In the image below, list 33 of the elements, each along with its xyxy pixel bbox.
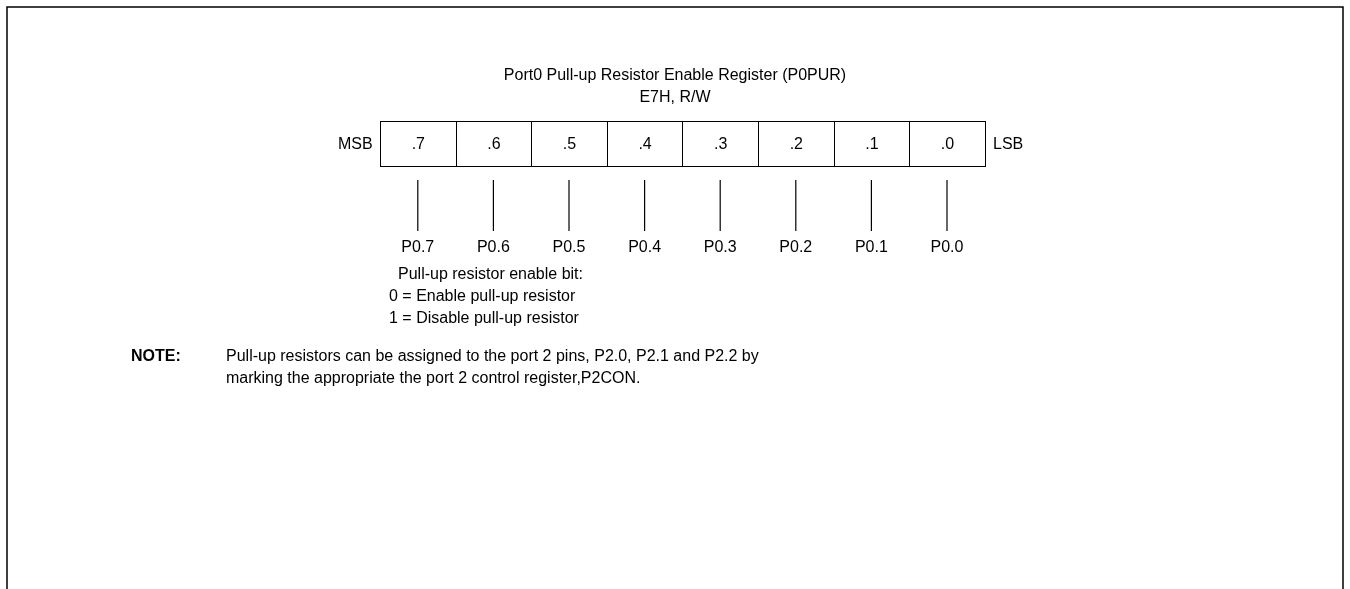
bit-cell: .1 bbox=[833, 121, 911, 167]
lsb-label: LSB bbox=[993, 134, 1024, 154]
bit-cell: .4 bbox=[606, 121, 684, 167]
register-title: Port0 Pull-up Resistor Enable Register (P0PUR) bbox=[503, 65, 847, 85]
register-address: E7H, R/W bbox=[639, 87, 711, 107]
leader-line bbox=[795, 179, 797, 232]
bit-cell: .5 bbox=[531, 121, 608, 167]
leader-line bbox=[946, 179, 948, 232]
pin-label: P0.7 bbox=[401, 236, 435, 258]
description-heading: Pull-up resistor enable bit: bbox=[398, 264, 583, 284]
pin-label: P0.2 bbox=[779, 236, 813, 258]
leader-line bbox=[492, 179, 494, 232]
pin-label: P0.5 bbox=[552, 236, 586, 258]
pin-label: P0.0 bbox=[930, 236, 964, 258]
note-heading: NOTE: bbox=[131, 346, 181, 366]
leader-line bbox=[644, 179, 646, 232]
pin-label: P0.4 bbox=[628, 236, 662, 258]
leader-line bbox=[719, 179, 721, 232]
description-line: 1 = Disable pull-up resistor bbox=[389, 308, 579, 328]
leader-line bbox=[870, 179, 872, 232]
pin-label: P0.6 bbox=[476, 236, 510, 258]
bit-cell: .0 bbox=[909, 121, 986, 167]
note-text: Pull-up resistors can be assigned to the port 2 pins, P2.0, P2.1 and P2.2 by marking the appropriate the port 2 control register,P2CON. bbox=[226, 346, 760, 388]
bit-cell: .2 bbox=[758, 121, 835, 167]
bit-cell: .6 bbox=[455, 121, 533, 167]
description-line: 0 = Enable pull-up resistor bbox=[389, 286, 576, 306]
bit-cell: .7 bbox=[380, 121, 457, 167]
msb-label: MSB bbox=[338, 134, 373, 154]
pin-label: P0.3 bbox=[703, 236, 737, 258]
bit-cell: .3 bbox=[682, 121, 759, 167]
leader-line bbox=[417, 179, 419, 232]
leader-line bbox=[568, 179, 570, 232]
pin-label: P0.1 bbox=[854, 236, 888, 258]
